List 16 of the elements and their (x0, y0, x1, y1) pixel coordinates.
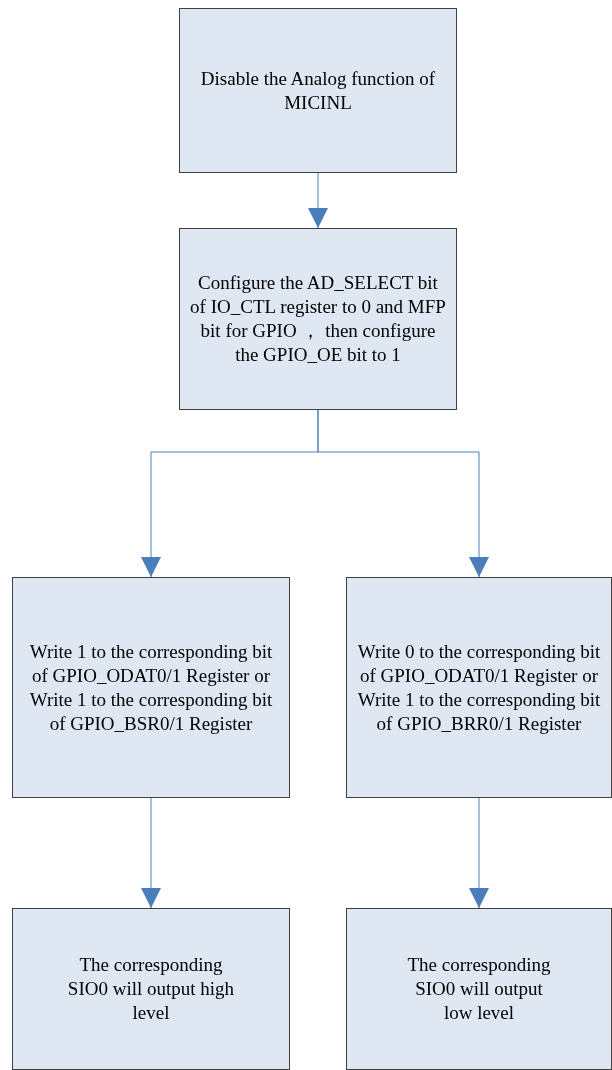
box-text: Write 0 to the corresponding bit of GPIO_ODAT0/1 Register or Write 1 to the corresponding bit of GPIO_BRR0/1 Register (356, 639, 602, 736)
process-box (12, 908, 290, 1070)
process-box (346, 908, 612, 1070)
box-text: Configure the AD_SELECT bit of IO_CTL register to 0 and MFP bit for GPIO ， then configure the GPIO_OE bit to 1 (189, 271, 447, 367)
arrow (469, 797, 489, 909)
process-box (346, 577, 612, 798)
box-text: Disable the Analog function of MICINL (199, 66, 437, 115)
process-box (12, 577, 290, 798)
box-text: Write 1 to the corresponding bit of GPIO_ODAT0/1 Register or Write 1 to the corresponding bit of GPIO_BSR0/1 Register (28, 639, 274, 736)
arrow (308, 172, 328, 229)
process-box (179, 228, 457, 410)
box-text: The corresponding SIO0 will output high level (66, 953, 236, 1025)
process-box (179, 8, 457, 173)
box-text: The corresponding SIO0 will output low level (406, 953, 552, 1025)
arrow (141, 797, 161, 909)
arrow (317, 409, 489, 578)
